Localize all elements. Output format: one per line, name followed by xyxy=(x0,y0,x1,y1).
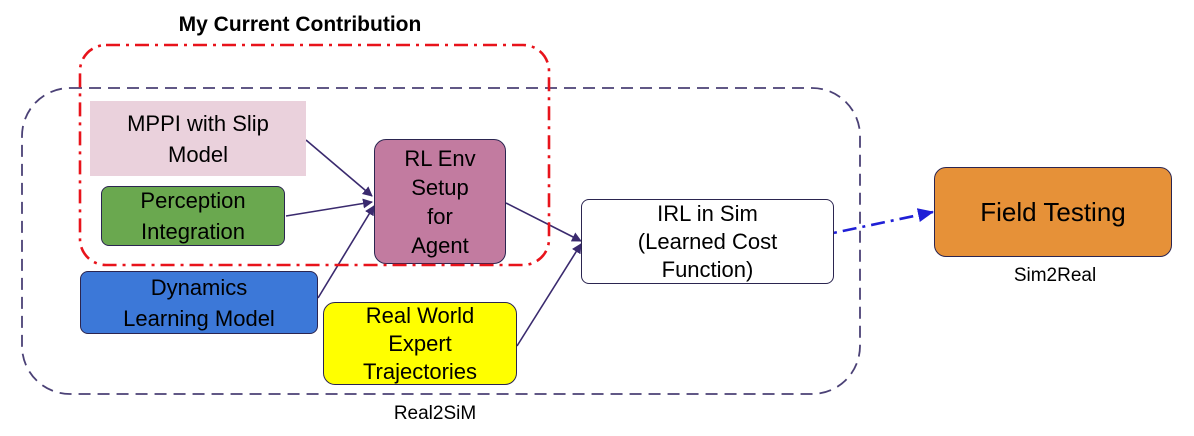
field-testing-box: Field Testing xyxy=(934,167,1172,257)
edge-mppi-to-rlenv xyxy=(305,139,373,197)
irl-in-sim-label: IRL in Sim (Learned Cost Function) xyxy=(637,200,778,282)
field-testing-label: Field Testing xyxy=(980,196,1126,227)
edge-rlenv-to-irl xyxy=(505,202,582,242)
sim2real-label: Sim2Real xyxy=(1013,265,1097,286)
perception-integration-box: Perception Integration xyxy=(101,186,285,246)
real-world-expert-trajectories-label: Real World Expert Trajectories xyxy=(362,302,478,384)
edge-dynamics-to-rlenv xyxy=(317,205,375,299)
real-world-expert-trajectories-box: Real World Expert Trajectories xyxy=(323,302,517,385)
edge-perception-to-rlenv xyxy=(285,198,373,217)
dynamics-learning-model-label: Dynamics Learning Model xyxy=(123,274,275,331)
rl-env-setup-box: RL Env Setup for Agent xyxy=(374,139,506,264)
contribution-title: My Current Contribution xyxy=(178,13,422,36)
real2sim-label: Real2SiM xyxy=(393,403,477,424)
edge-irl-to-field xyxy=(785,208,934,245)
edge-expert-to-irl xyxy=(516,243,582,347)
irl-in-sim-box: IRL in Sim (Learned Cost Function) xyxy=(581,199,834,284)
dynamics-learning-model-box: Dynamics Learning Model xyxy=(80,271,318,334)
mppi-slip-model-box: MPPI with Slip Model xyxy=(90,101,306,176)
perception-integration-label: Perception Integration xyxy=(140,188,246,244)
mppi-slip-model-label: MPPI with Slip Model xyxy=(127,110,269,167)
rl-env-setup-label: RL Env Setup for Agent xyxy=(404,145,476,258)
